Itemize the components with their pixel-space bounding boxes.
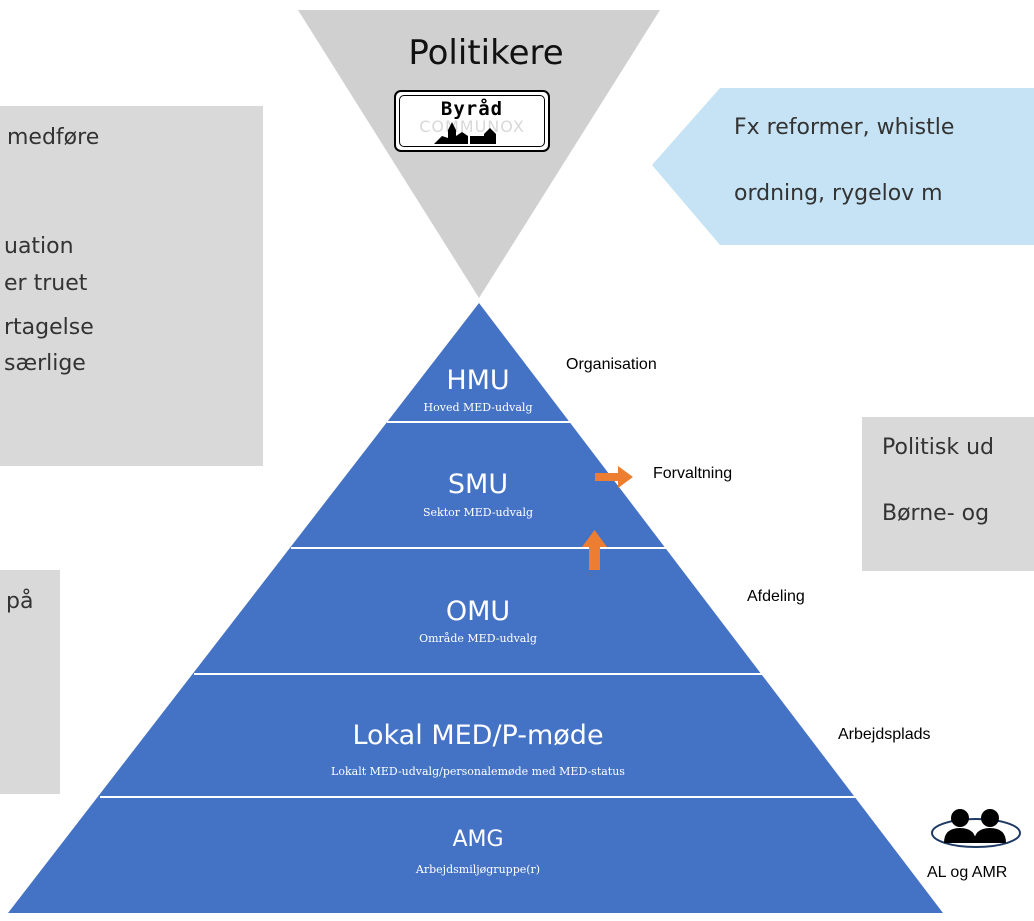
right-box-line-2: Børne- og — [882, 501, 990, 526]
right-textbox — [862, 417, 1034, 571]
left-top-line-5: særlige — [4, 351, 86, 376]
left-top-line-3: er truet — [4, 271, 88, 296]
politicians-title: Politikere — [408, 33, 564, 73]
label-organisation: Organisation — [566, 356, 657, 373]
hmu-subtitle: Hoved MED-udvalg — [423, 401, 533, 414]
left-top-line-4: rtagelse — [4, 315, 94, 340]
amg-title: AMG — [452, 827, 504, 852]
city-council-sign: COMMUNOX Byråd — [394, 90, 550, 152]
sign-title: Byråd — [440, 98, 504, 120]
callout-line-1: Fx reformer, whistle — [734, 115, 955, 140]
politicians-funnel — [298, 10, 660, 298]
omu-subtitle: Område MED-udvalg — [419, 632, 537, 645]
med-pyramid — [8, 303, 943, 913]
left-top-line-2: uation — [4, 234, 74, 259]
label-al-og-amr: AL og AMR — [927, 864, 1008, 881]
amg-subtitle: Arbejdsmiljøgruppe(r) — [415, 863, 541, 876]
left-top-line-1: medføre — [7, 125, 100, 150]
right-arrow-icon — [595, 466, 633, 488]
hmu-title: HMU — [446, 365, 510, 396]
lokal-med-subtitle: Lokalt MED-udvalg/personalemøde med MED-… — [331, 765, 625, 778]
left-bottom-textbox — [0, 570, 60, 794]
label-forvaltning: Forvaltning — [653, 465, 733, 482]
church-silhouette-icon — [434, 122, 496, 144]
label-arbejdsplads: Arbejdsplads — [838, 726, 931, 743]
people-group-icon — [931, 809, 1021, 848]
up-arrow-icon — [582, 530, 607, 570]
callout-line-2: ordning, rygelov m — [734, 181, 943, 206]
right-box-line-1: Politisk ud — [882, 435, 995, 460]
smu-subtitle: Sektor MED-udvalg — [423, 506, 533, 519]
left-top-textbox — [0, 106, 263, 466]
blue-callout — [652, 88, 1034, 245]
label-afdeling: Afdeling — [747, 588, 805, 605]
lokal-med-title: Lokal MED/P-møde — [352, 720, 604, 751]
omu-title: OMU — [445, 596, 511, 627]
left-bottom-line-1: på — [6, 589, 34, 614]
smu-title: SMU — [447, 469, 509, 500]
sign-watermark: COMMUNOX — [419, 117, 525, 136]
sign-inner-border — [399, 95, 545, 147]
